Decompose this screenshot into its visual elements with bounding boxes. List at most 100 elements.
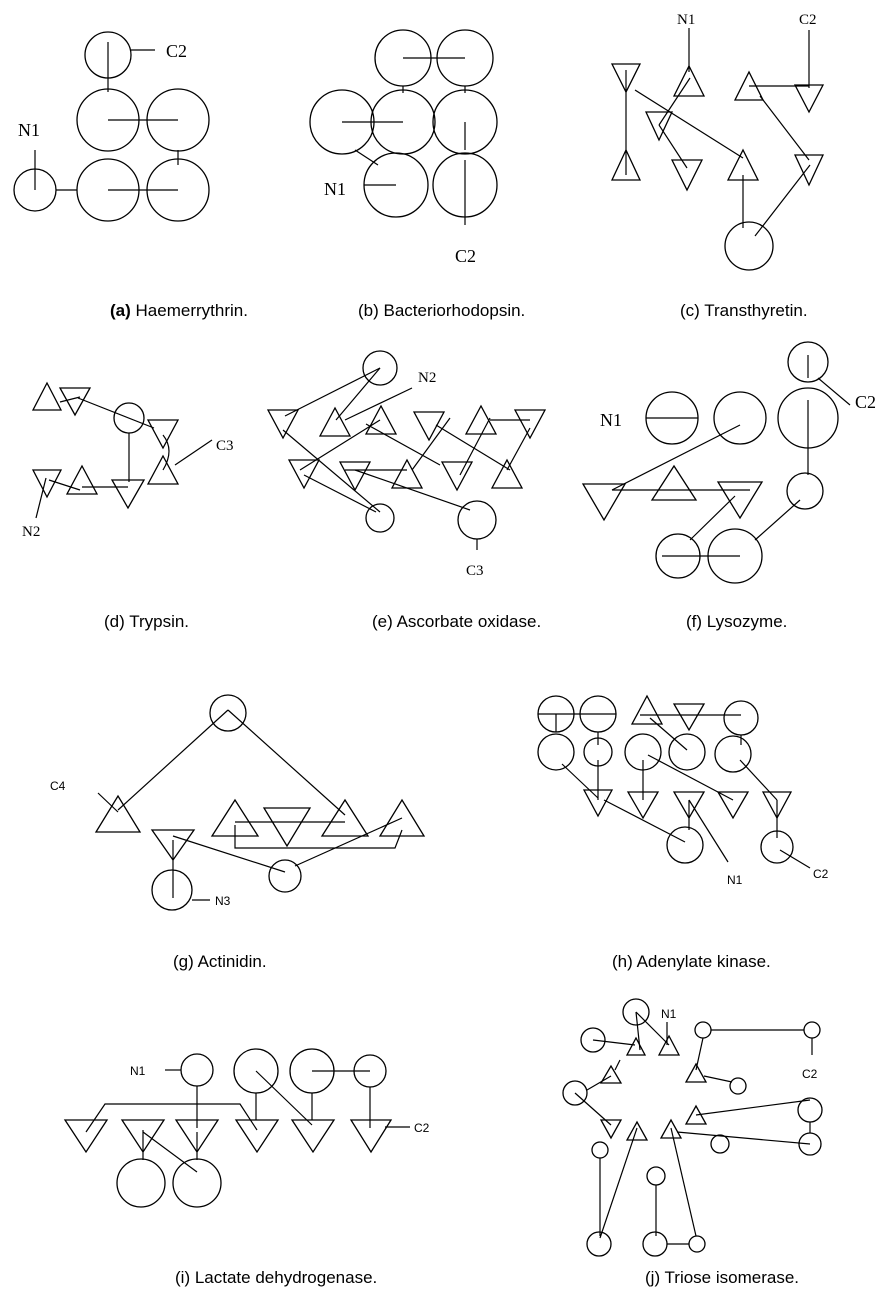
panel-j-caption: (j) Triose isomerase.	[645, 1268, 799, 1287]
strand-down-triangle	[234, 1119, 280, 1154]
strand-up-triangle	[490, 458, 524, 489]
terminus-label-n1: N1	[18, 120, 40, 140]
helix-circle	[580, 1027, 606, 1053]
helix-circle	[694, 1021, 712, 1039]
strand-down-triangle	[110, 479, 146, 510]
helix-circle	[622, 998, 650, 1026]
strand-down-triangle	[440, 461, 474, 492]
helix-circle	[362, 350, 398, 386]
helix-circle	[803, 1021, 821, 1039]
strand-down-triangle	[793, 84, 825, 114]
panel-g-caption: (g) Actinidin.	[173, 952, 267, 971]
terminus-label-c2: C2	[802, 1067, 818, 1081]
terminus-label-c2: C2	[799, 12, 817, 28]
panel-c-diagram: N1 C2	[610, 12, 825, 271]
panel-b-diagram: N1 C2	[309, 29, 498, 266]
strand-down-triangle	[338, 461, 372, 492]
strand-down-triangle	[58, 387, 92, 417]
panel-h-caption: (h) Adenylate kinase.	[612, 952, 771, 971]
strand-up-triangle	[657, 1034, 681, 1056]
helix-circle	[688, 1235, 706, 1253]
terminus-label-n3: N3	[215, 894, 231, 908]
terminus-label-n1: N1	[727, 873, 743, 887]
terminus-label-c2: C2	[813, 867, 829, 881]
strand-up-triangle	[650, 464, 698, 501]
strand-up-triangle	[364, 404, 398, 435]
strand-down-triangle	[761, 791, 793, 820]
strand-up-triangle	[684, 1104, 708, 1125]
terminus-label-n1: N1	[677, 12, 695, 28]
helix-circle	[116, 1158, 166, 1208]
strand-down-triangle	[412, 411, 446, 442]
helix-circle	[268, 859, 302, 893]
strand-up-triangle	[625, 1120, 649, 1141]
terminus-label-c3: C3	[466, 563, 484, 579]
helix-circle	[457, 500, 497, 540]
terminus-label-n1: N1	[324, 179, 346, 199]
strand-up-triangle	[684, 1062, 708, 1083]
helix-circle	[666, 826, 704, 864]
terminus-label-c2: C2	[414, 1121, 430, 1135]
helix-circle	[646, 1166, 666, 1186]
terminus-label-c3: C3	[216, 438, 234, 454]
panel-g-diagram: C4 N3	[50, 694, 426, 911]
strand-down-triangle	[793, 154, 825, 187]
panel-d-caption: (d) Trypsin.	[104, 612, 189, 631]
helix-circle	[723, 700, 759, 736]
strand-down-triangle	[513, 409, 547, 440]
strand-down-triangle	[672, 703, 706, 732]
panel-a-caption: (a) Haemerrythrin.	[110, 301, 248, 320]
terminus-label-n1: N1	[600, 410, 622, 430]
panel-i-caption: (i) Lactate dehydrogenase.	[175, 1268, 377, 1287]
panel-a-diagram: N1 C2	[13, 31, 210, 222]
strand-up-triangle	[320, 798, 370, 837]
strand-up-triangle	[625, 1036, 647, 1056]
terminus-label-c2: C2	[855, 392, 876, 412]
terminus-label-n1: N1	[130, 1064, 146, 1078]
strand-up-triangle	[65, 464, 99, 495]
helix-circle	[151, 869, 193, 911]
helix-circle	[642, 1231, 668, 1257]
strand-down-triangle	[31, 469, 63, 499]
strand-up-triangle	[146, 454, 180, 485]
terminus-label-c2: C2	[166, 41, 187, 61]
helix-circle	[586, 1231, 612, 1257]
helix-circle	[714, 735, 752, 773]
strand-down-triangle	[599, 1119, 623, 1140]
strand-down-triangle	[262, 807, 312, 848]
panel-c-caption: (c) Transthyretin.	[680, 301, 808, 320]
strand-up-triangle	[31, 381, 63, 411]
strand-down-triangle	[287, 459, 321, 490]
terminus-label-c4: C4	[50, 779, 66, 793]
helix-circle	[729, 1077, 747, 1095]
terminus-label-c2: C2	[455, 246, 476, 266]
helix-circle	[537, 733, 575, 771]
panel-b-caption: (b) Bacteriorhodopsin.	[358, 301, 525, 320]
strand-down-triangle	[644, 111, 674, 142]
helix-circle	[591, 1141, 609, 1159]
helix-circle	[562, 1080, 588, 1106]
panel-j-diagram: N1 C2	[562, 998, 823, 1257]
terminus-label-n2: N2	[418, 370, 436, 386]
helix-circle	[180, 1053, 214, 1087]
strand-down-triangle	[581, 483, 627, 522]
helix-circle	[713, 391, 767, 445]
terminus-label-n2: N2	[22, 524, 40, 540]
strand-up-triangle	[94, 794, 142, 833]
strand-down-triangle	[716, 481, 764, 520]
strand-down-triangle	[120, 1119, 166, 1154]
strand-down-triangle	[716, 791, 750, 820]
helix-circle	[365, 503, 395, 533]
terminus-label-n1: N1	[661, 1007, 677, 1021]
strand-up-triangle	[318, 406, 352, 437]
panel-e-caption: (e) Ascorbate oxidase.	[372, 612, 541, 631]
strand-up-triangle	[599, 1064, 623, 1084]
helix-circle	[668, 733, 706, 771]
panel-e-diagram: N2 C3	[266, 350, 547, 579]
strand-up-triangle	[630, 694, 664, 725]
helix-circle	[787, 341, 829, 383]
strand-up-triangle	[610, 148, 642, 181]
panel-f-caption: (f) Lysozyme.	[686, 612, 787, 631]
strand-down-triangle	[63, 1119, 109, 1154]
